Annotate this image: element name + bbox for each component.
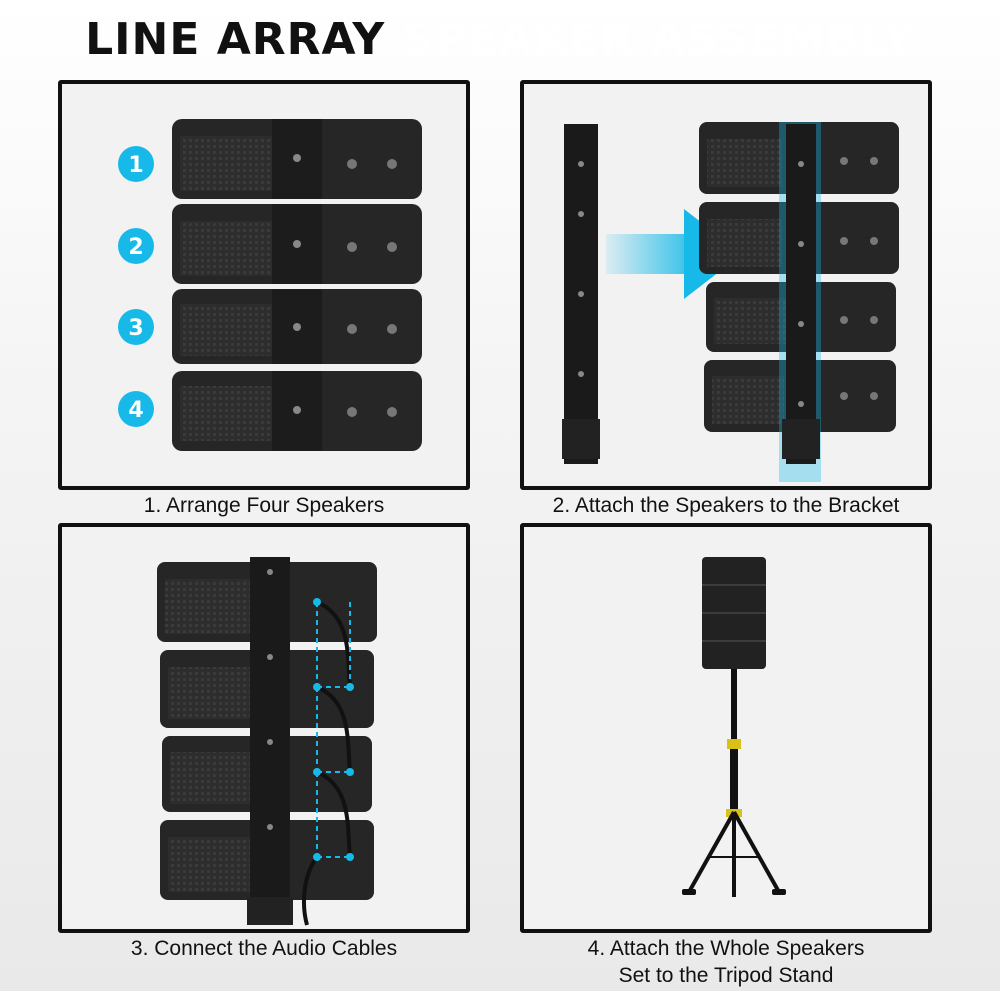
title-part-2: SPEAKER ASSEMBLY [401, 14, 915, 65]
step-4-panel [520, 523, 932, 933]
title-part-1: LINE ARRAY [85, 14, 386, 65]
svg-text:2: 2 [128, 235, 143, 260]
step-1-panel: 1 2 3 4 [58, 80, 470, 490]
connection-guides [316, 602, 351, 858]
speaker-4 [172, 371, 422, 451]
bracket-attach-illustration [562, 122, 899, 482]
speaker-stack [702, 557, 766, 669]
bracket-bar [247, 557, 293, 925]
tripod-stand [682, 669, 786, 897]
speaker-2 [172, 204, 422, 284]
svg-text:4: 4 [128, 398, 143, 423]
number-badge-3: 3 [118, 309, 154, 345]
page-title: LINE ARRAY SPEAKER ASSEMBLY [0, 14, 1000, 65]
speaker-1 [172, 119, 422, 199]
audio-cables-illustration [157, 557, 377, 926]
tripod-stand-illustration [682, 557, 786, 897]
step-4-caption: 4. Attach the Whole Speakers Set to the … [520, 935, 932, 989]
step-2-caption: 2. Attach the Speakers to the Bracket [552, 494, 900, 517]
step-4-caption-line-2: Set to the Tripod Stand [618, 964, 834, 987]
svg-text:3: 3 [128, 316, 143, 341]
svg-text:1: 1 [128, 153, 143, 178]
number-badge-2: 2 [118, 228, 154, 264]
speaker-3 [172, 289, 422, 364]
step-4-caption-line-1: 4. Attach the Whole Speakers [587, 937, 865, 960]
four-speakers-illustration: 1 2 3 4 [118, 119, 422, 451]
bracket-bar [562, 124, 600, 464]
jack-markers [313, 598, 354, 861]
step-1-caption: 1. Arrange Four Speakers [143, 494, 385, 517]
number-badge-1: 1 [118, 146, 154, 182]
step-3-panel [58, 523, 470, 933]
bracket-attached [779, 122, 821, 482]
number-badge-4: 4 [118, 391, 154, 427]
step-2-panel [520, 80, 932, 490]
step-3-caption: 3. Connect the Audio Cables [130, 937, 398, 960]
